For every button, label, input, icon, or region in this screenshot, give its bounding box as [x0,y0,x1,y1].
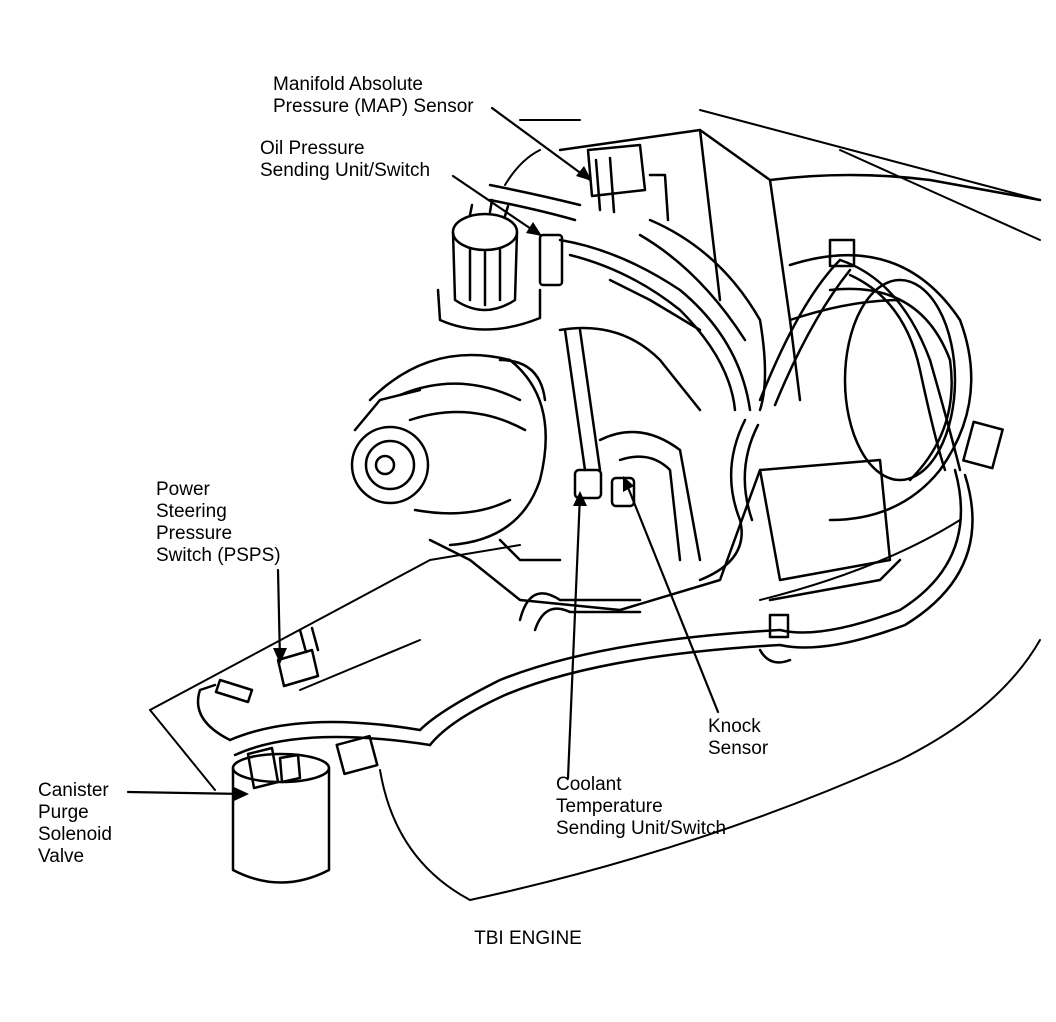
label-canister-line2: Purge [38,802,89,823]
label-knock-line1: Knock [708,716,761,737]
label-oil-pressure-line2: Sending Unit/Switch [260,160,431,181]
label-psps-line3: Pressure [156,523,233,544]
label-canister-line4: Valve [38,846,85,867]
wiring-harness [196,183,974,757]
label-canister-line3: Solenoid [38,824,112,845]
distributor [436,198,542,331]
label-psps-line4: Switch (PSPS) [156,545,281,566]
label-map-sensor-line2: Pressure (MAP) Sensor [273,96,474,117]
transmission [758,253,973,602]
map-sensor-shape [586,143,670,222]
label-map-sensor-line1: Manifold Absolute [273,74,423,95]
label-oil-pressure-line1: Oil Pressure [260,138,365,159]
leader-arrowheads [234,166,634,801]
harness-connectors [335,238,1004,776]
label-coolant: Coolant Temperature Sending Unit/Switch [556,774,726,840]
label-coolant-line3: Sending Unit/Switch [556,818,727,839]
label-knock: Knock Sensor [708,716,768,760]
alternator [350,353,547,547]
figure-caption: TBI ENGINE [474,928,582,949]
label-coolant-line2: Temperature [556,796,663,817]
psps-switch [214,626,320,704]
label-coolant-line1: Coolant [556,774,622,795]
label-canister-line1: Canister [38,780,109,801]
firewall [558,128,1042,402]
engine-block [428,278,762,612]
label-psps: Power Steering Pressure Switch (PSPS) [156,479,281,567]
body-panels [149,109,1041,901]
label-psps-line2: Steering [156,501,227,522]
label-knock-line2: Sensor [708,738,769,759]
leader-lines [126,106,720,796]
label-psps-line1: Power [156,479,210,500]
sensor-bodies [538,233,636,508]
label-map-sensor: Manifold Absolute Pressure (MAP) Sensor [273,74,474,118]
label-canister: Canister Purge Solenoid Valve [38,780,112,868]
canister [231,746,331,884]
label-oil-pressure: Oil Pressure Sending Unit/Switch [260,138,430,182]
